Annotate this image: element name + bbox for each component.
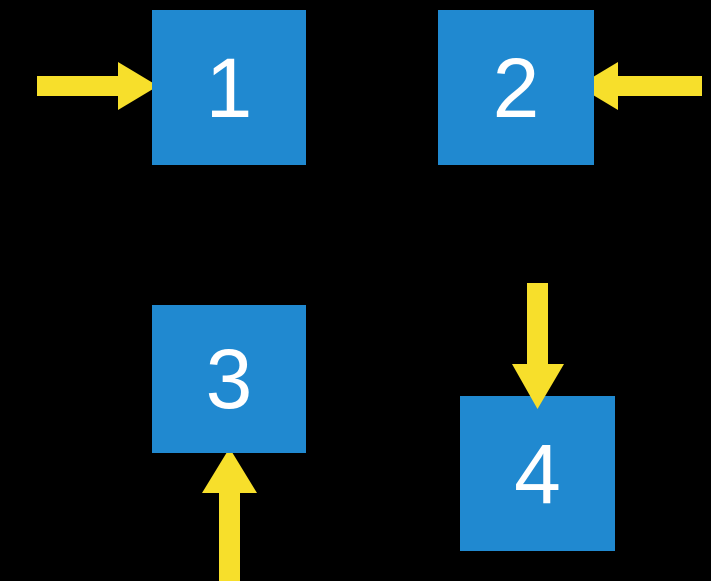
box-1-label: 1	[205, 40, 253, 135]
box-4-label: 4	[514, 426, 561, 521]
box-1[interactable]: 1	[152, 10, 306, 165]
box-2[interactable]: 2	[438, 10, 594, 165]
arrow-into-box-2	[578, 62, 702, 110]
arrow-up-shape	[202, 448, 257, 581]
arrow-into-box-1	[37, 62, 158, 110]
arrow-right-shape	[37, 62, 158, 110]
box-3[interactable]: 3	[152, 305, 306, 453]
arrow-into-box-3	[202, 448, 257, 581]
arrow-down-shape	[512, 283, 564, 409]
arrow-into-box-4	[512, 283, 564, 409]
box-3-label: 3	[205, 332, 253, 426]
box-4[interactable]: 4	[460, 396, 615, 551]
arrow-left-shape	[578, 62, 702, 110]
box-2-label: 2	[492, 40, 540, 135]
